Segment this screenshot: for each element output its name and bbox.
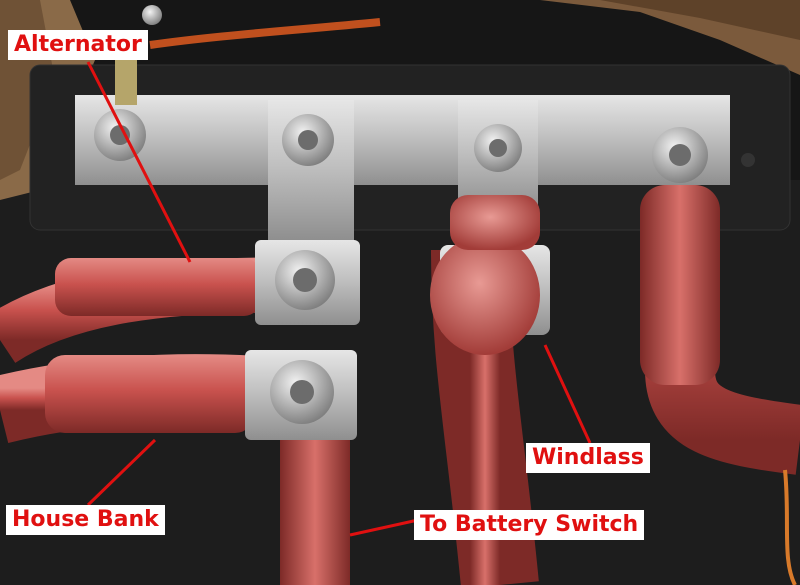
house-bank-label: House Bank <box>6 505 165 535</box>
busbar-nut <box>474 124 522 172</box>
busbar-nut <box>282 114 334 166</box>
to-battery-switch-label: To Battery Switch <box>414 510 645 540</box>
windlass-label: Windlass <box>526 443 650 473</box>
busbar-nut <box>94 109 146 161</box>
busbar-nut <box>652 127 708 183</box>
alternator-label: Alternator <box>8 30 148 60</box>
